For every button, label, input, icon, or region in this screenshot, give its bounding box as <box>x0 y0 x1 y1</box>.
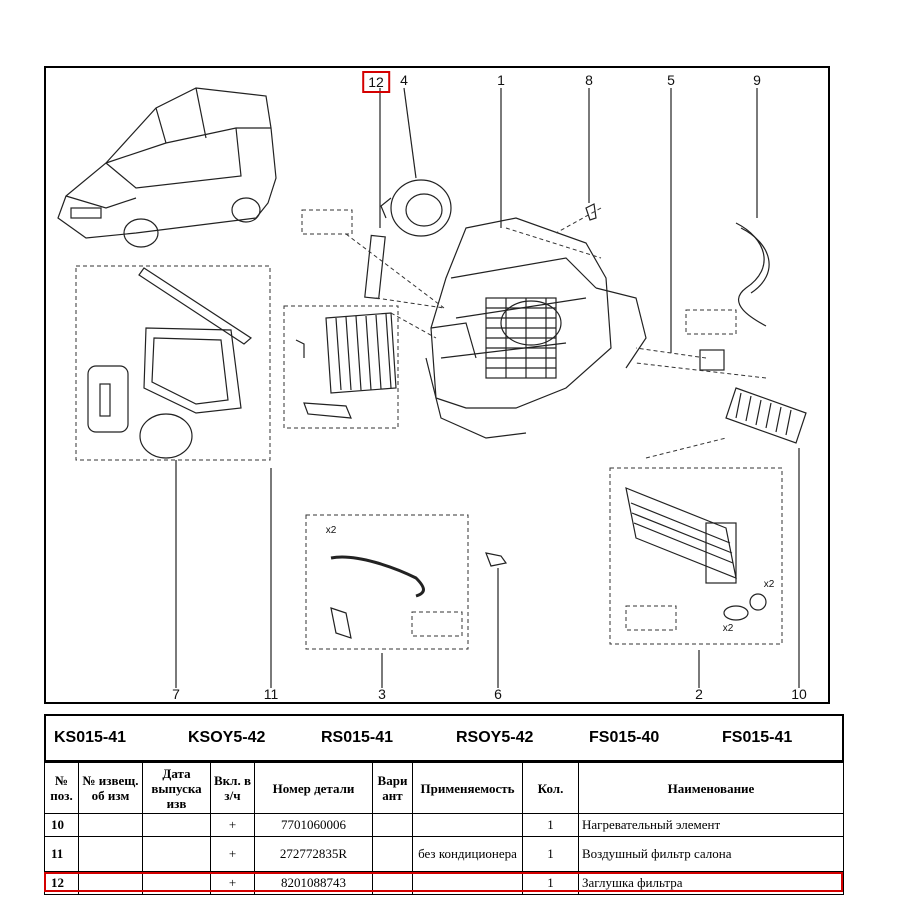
callout-6[interactable]: 6 <box>494 686 502 702</box>
parts-table: № поз. № извещ. об изм Дата выпуска изв … <box>44 762 844 895</box>
col-header-part: Номер детали <box>254 762 373 814</box>
row-name: Заглушка фильтра <box>578 871 844 895</box>
row-incl: + <box>210 836 255 872</box>
heater-unit <box>425 217 647 439</box>
callout-9[interactable]: 9 <box>753 72 761 88</box>
callout-5[interactable]: 5 <box>667 72 675 88</box>
callout-1[interactable]: 1 <box>497 72 505 88</box>
callout-10[interactable]: 10 <box>791 686 807 702</box>
row-qty: 1 <box>522 813 579 837</box>
callout-3[interactable]: 3 <box>378 686 386 702</box>
col-header-variant: Вари ант <box>372 762 413 814</box>
row-pos: 12 <box>44 871 79 895</box>
blower-resistor <box>699 349 725 371</box>
row-qty: 1 <box>522 871 579 895</box>
model-code: FS015-40 <box>589 729 660 746</box>
exploded-view-drawing <box>57 87 807 688</box>
callout-12[interactable]: 12 <box>362 71 390 93</box>
row-applic <box>412 813 523 837</box>
row-incl: + <box>210 813 255 837</box>
row-applic: без кондиционера <box>412 836 523 872</box>
callout-2[interactable]: 2 <box>695 686 703 702</box>
col-header-pos: № поз. <box>44 762 79 814</box>
grommet <box>485 552 508 567</box>
callout-7[interactable]: 7 <box>172 686 180 702</box>
cabin-filter <box>295 312 397 419</box>
row-pos: 11 <box>44 836 79 872</box>
model-codes-bar: KS015-41 KSOY5-42 RS015-41 RSOY5-42 FS01… <box>44 714 844 762</box>
callout-4[interactable]: 4 <box>400 72 408 88</box>
seals-group <box>87 267 252 459</box>
model-code: FS015-41 <box>722 729 793 746</box>
col-header-notice: № извещ. об изм <box>78 762 143 814</box>
row-name: Воздушный фильтр салона <box>578 836 844 872</box>
row-qty: 1 <box>522 836 579 872</box>
model-code: RS015-41 <box>321 729 394 746</box>
row-part-number[interactable]: 272772835R <box>254 836 373 872</box>
col-header-qty: Кол. <box>522 762 579 814</box>
model-code: RSOY5-42 <box>456 729 534 746</box>
screw <box>585 203 597 221</box>
qty-mark: x2 <box>763 579 775 590</box>
table-row[interactable]: 10 + 7701060006 1 Нагревательный элемент <box>44 813 844 837</box>
callout-8[interactable]: 8 <box>585 72 593 88</box>
table-header-row: № поз. № извещ. об изм Дата выпуска изв … <box>44 762 844 814</box>
parts-diagram: 12 4 1 8 5 9 7 11 3 6 2 10 x2 x2 x2 <box>44 66 830 704</box>
row-name: Нагревательный элемент <box>578 813 844 837</box>
col-header-applic: Применяемость <box>412 762 523 814</box>
row-part-number[interactable]: 8201088743 <box>254 871 373 895</box>
row-incl: + <box>210 871 255 895</box>
model-code: KSOY5-42 <box>188 729 266 746</box>
heating-element <box>725 387 807 444</box>
row-applic <box>412 871 523 895</box>
row-pos: 10 <box>44 813 79 837</box>
drain-pipe <box>330 555 425 598</box>
col-header-date: Дата выпуска изв <box>142 762 211 814</box>
car-illustration <box>57 87 277 248</box>
table-row[interactable]: 11 + 272772835R без кондиционера 1 Возду… <box>44 836 844 872</box>
row-part-number[interactable]: 7701060006 <box>254 813 373 837</box>
table-row[interactable]: 12 + 8201088743 1 Заглушка фильтра <box>44 871 844 895</box>
callout-11[interactable]: 11 <box>263 686 279 702</box>
heater-core <box>625 487 767 621</box>
col-header-name: Наименование <box>578 762 844 814</box>
qty-mark: x2 <box>722 623 734 634</box>
blower-motor <box>380 179 452 237</box>
model-code: KS015-41 <box>54 729 127 746</box>
col-header-incl: Вкл. в з/ч <box>210 762 255 814</box>
qty-mark: x2 <box>325 525 337 536</box>
wiring-harness <box>735 222 767 327</box>
